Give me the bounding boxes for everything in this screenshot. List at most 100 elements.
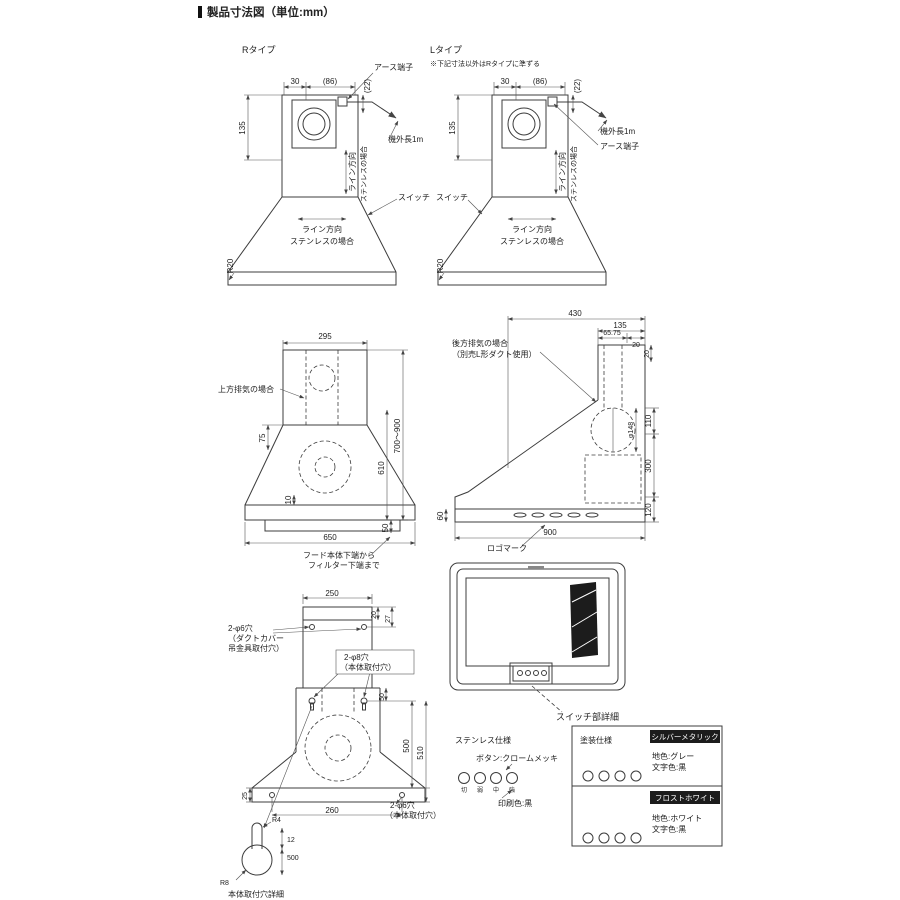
detail-title: 本体取付穴詳細: [228, 889, 284, 899]
l-type-dimensions: [438, 82, 608, 281]
l-type-front-view: Lタイプ ※下記寸法以外はRタイプに準ずる: [430, 45, 639, 286]
silver-text-color: 文字色:黒: [652, 762, 686, 772]
dim-86: (86): [533, 77, 548, 86]
plate-hole-left: [269, 792, 275, 798]
silver-tag: [650, 730, 720, 743]
switch-label: スイッチ: [398, 193, 430, 202]
fan-housing-dashed: [584, 454, 642, 504]
rear-exhaust-label-line1: 後方排気の場合: [452, 338, 508, 348]
dim-135: 135: [448, 121, 457, 135]
r-type-label: Rタイプ: [242, 45, 276, 55]
dim-65-75: 65.75: [603, 330, 621, 337]
hole8-label-box: [335, 649, 415, 675]
switch-label: スイッチ: [436, 193, 468, 202]
silver-button-high: [630, 770, 642, 782]
frost-name: フロストホワイト: [655, 794, 715, 803]
dim-50: 50: [381, 523, 390, 532]
bottom-plate: [244, 504, 416, 521]
mounting-outline: [251, 606, 426, 803]
duct-opening-inner: [302, 112, 326, 136]
l-type-label: Lタイプ: [430, 45, 462, 55]
stainless-title: ステンレス仕様: [455, 735, 511, 745]
dim-20-b: 20: [644, 350, 651, 358]
dim-22: (22): [573, 79, 582, 94]
switch-detail: スイッチ部詳細 ステンレス仕様 ボタン:クロームメッキ 切 弱 中 強 印刷色:…: [455, 711, 723, 847]
title-bar-glyph: [198, 6, 202, 18]
line-direction-side-label: ライン方向: [557, 152, 567, 192]
dim-75: 75: [258, 433, 267, 442]
keyhole-circle: [241, 844, 273, 876]
line-direction-front-label: ライン方向: [302, 224, 342, 234]
frost-base-color: 地色:ホワイト: [652, 813, 702, 823]
stainless-print-note: 印刷色:黒: [498, 798, 532, 808]
silver-button-low: [598, 770, 610, 782]
upper-duct-dashed: [308, 364, 336, 392]
duct-adapter: [501, 99, 547, 149]
detail-500-label: 500: [287, 855, 299, 862]
dim-900: 900: [543, 528, 557, 537]
duct-cover: [302, 606, 373, 689]
dim-60: 60: [436, 511, 445, 520]
rear-exhaust-dimensions: [444, 316, 659, 547]
logo-mark: [528, 566, 544, 569]
duct-opening-inner: [512, 112, 536, 136]
dim-27: 27: [385, 615, 392, 623]
button-off: [458, 772, 470, 784]
button-label-mid: 中: [493, 786, 499, 794]
power-cord: [347, 101, 397, 119]
body-holes8-label-line2: （本体取付穴）: [340, 662, 396, 672]
duct-cover: [282, 349, 368, 426]
mounting-dimensions: [246, 594, 430, 829]
frost-button-off: [582, 832, 594, 844]
upper-exhaust-label: 上方排気の場合: [218, 384, 274, 394]
frost-text-color: 文字色:黒: [652, 824, 686, 834]
keyhole-detail: R4 12 500 R8 本体取付穴詳細: [220, 817, 299, 899]
earth-terminal-box: [337, 96, 348, 107]
dim-260: 260: [325, 806, 339, 815]
upper-exhaust-dimensions: [244, 340, 416, 555]
button-high: [506, 772, 518, 784]
button-label-off: 切: [461, 787, 467, 794]
switch-stainless: ステンレス仕様 ボタン:クロームメッキ 切 弱 中 強 印刷色:黒: [455, 735, 558, 808]
dim-295: 295: [318, 332, 332, 341]
body-holes6-label-line1: 2-φ6穴: [390, 800, 415, 810]
body-holes6-label-line2: （本体取付穴）: [385, 810, 441, 820]
silver-name: シルバーメタリック: [651, 733, 718, 742]
dim-30: 30: [501, 77, 510, 86]
dim-50: 50: [379, 693, 386, 701]
power-cord: [557, 101, 607, 119]
rear-exhaust-side-view: 430 135 65.75 20 20 後方排気の場合 （別売L形ダクト使用） …: [436, 309, 659, 553]
dim-30: 30: [291, 77, 300, 86]
stainless-case-side-label: ステンレスの場合: [359, 146, 368, 202]
line-direction-front-label: ライン方向: [512, 224, 552, 234]
cord-length-label: 機外長1m: [388, 134, 423, 144]
earth-terminal-label: アース端子: [374, 62, 413, 72]
stainless-case-front-label: ステンレスの場合: [500, 236, 564, 246]
dim-300: 300: [644, 459, 653, 473]
stainless-case-side-label: ステンレスの場合: [569, 146, 578, 202]
corner-radius-label: R20: [436, 258, 445, 273]
logo-mark-label: ロゴマーク: [487, 543, 527, 553]
silver-button-off: [582, 770, 594, 782]
dim-110: 110: [644, 414, 653, 427]
dim-510: 510: [416, 746, 425, 760]
dim-20-a: 20: [632, 342, 640, 349]
switch-painted: 塗装仕様 シルバーメタリック 地色:グレー 文字色:黒 フロストホワイト 地色:…: [571, 725, 723, 847]
stainless-case-front-label: ステンレスの場合: [290, 236, 354, 246]
duct-adapter: [291, 99, 337, 149]
filter-note-line1: フード本体下端から: [303, 550, 375, 560]
upper-exhaust-outline: [244, 349, 416, 532]
duct-opening-outer: [297, 107, 331, 141]
fan-hub-dashed: [314, 456, 336, 478]
dim-86: (86): [323, 77, 338, 86]
silver-button-mid: [614, 770, 626, 782]
button-mid: [490, 772, 502, 784]
dim-650: 650: [323, 533, 337, 542]
duct-opening-outer: [507, 107, 541, 141]
switch-detail-title: スイッチ部詳細: [556, 711, 619, 722]
stainless-button-note: ボタン:クロームメッキ: [476, 754, 558, 763]
page-header: 製品寸法図（単位:mm）: [198, 5, 335, 19]
detail-12-label: 12: [287, 837, 295, 844]
silver-base-color: 地色:グレー: [652, 751, 694, 761]
